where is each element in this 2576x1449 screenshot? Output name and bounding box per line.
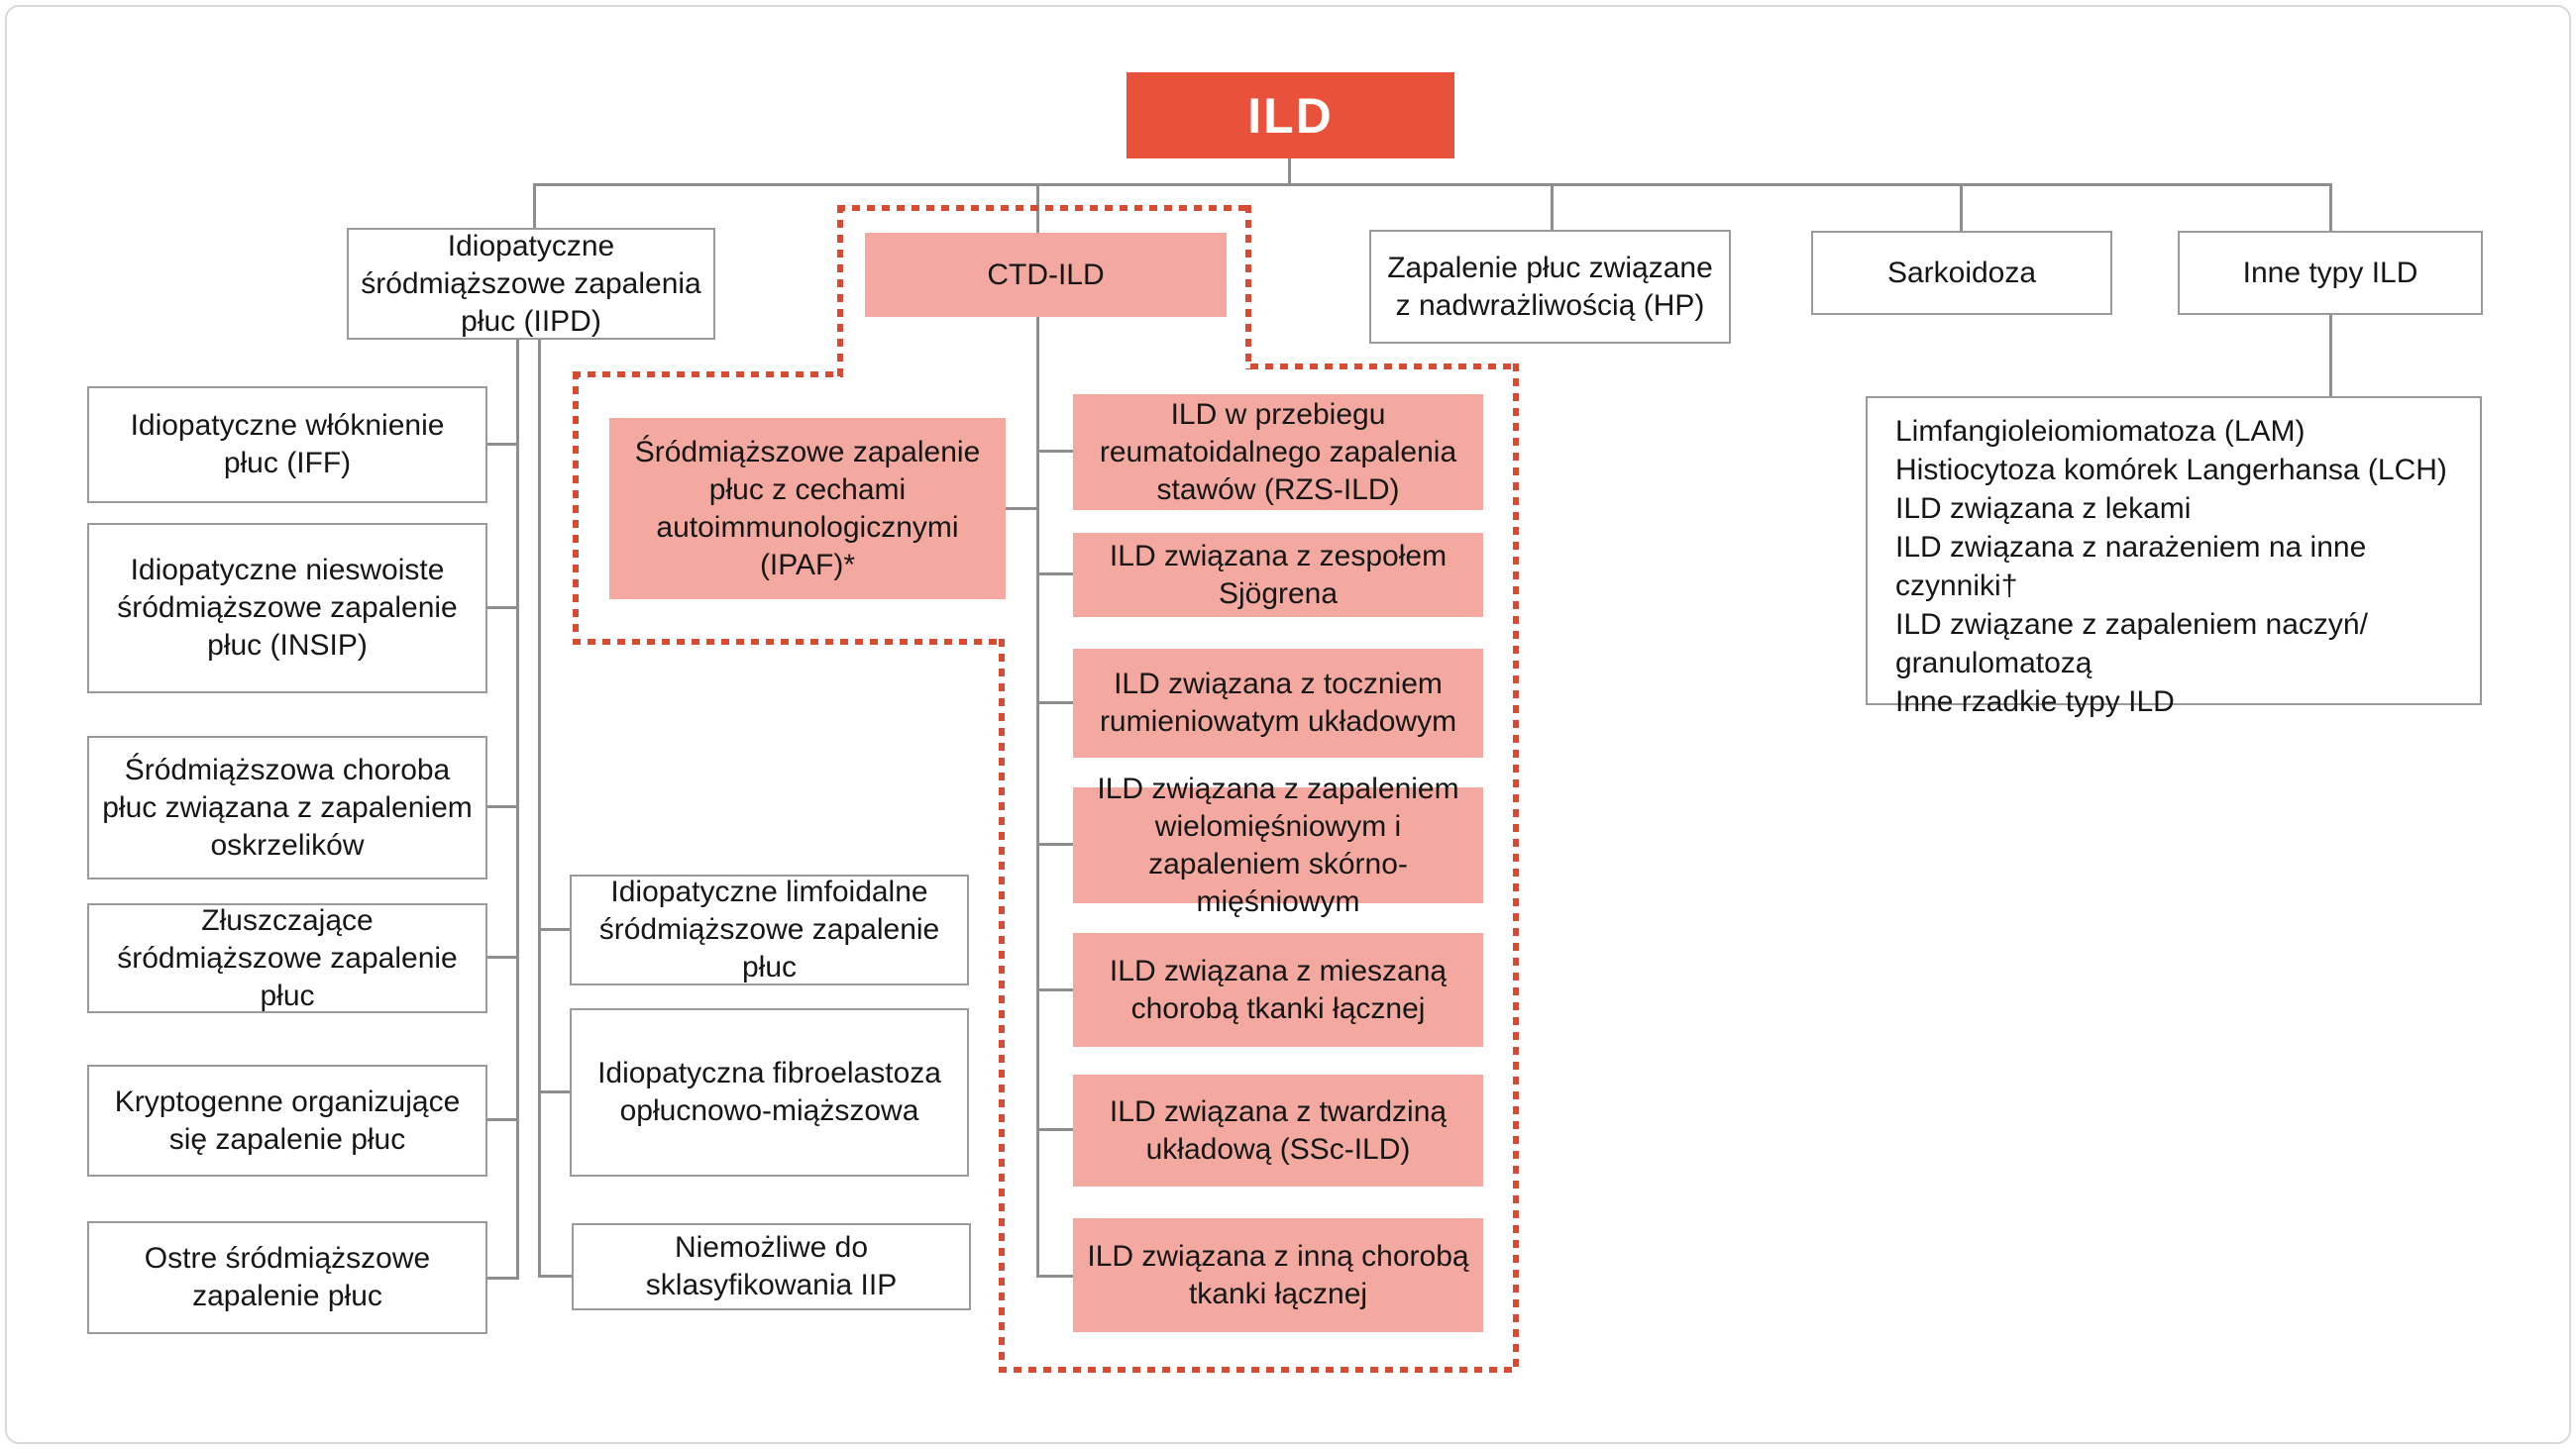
list-item-lch: Histiocytoza komórek Langerhansa (LCH) (1895, 454, 2447, 486)
box-zluszczajace: Złuszczające śródmiąższowe zapalenie płu… (87, 903, 487, 1013)
box-fibroelastoza: Idiopatyczna fibroelastoza opłucnowo-mią… (570, 1008, 969, 1177)
connector-drop-hp (1551, 183, 1554, 233)
dotted-border-bottom (999, 1367, 1519, 1373)
dotted-border-ipaf-bottom (573, 639, 1005, 645)
connector-drop-sarkoidoza (1960, 183, 1963, 233)
dotted-border-top (837, 205, 1253, 211)
connector-inne-typy-to-list (2329, 313, 2332, 398)
connector-stub-ipaf (1006, 507, 1039, 510)
box-kryptogenne: Kryptogenne organizujące się zapalenie p… (87, 1065, 487, 1177)
dotted-border-inner-left (999, 639, 1005, 1373)
connector-stub-toczen (1036, 701, 1075, 704)
connector-stub-twardzina (1036, 1128, 1075, 1131)
box-rzs-ild: ILD w przebiegu reumatoidalnego zapaleni… (1073, 394, 1483, 510)
connector-stub-niemozliwe (538, 1275, 574, 1278)
connector-stub-ostre (487, 1277, 518, 1280)
connector-stub-oskrzelikow (487, 805, 518, 808)
dotted-border-right (1513, 363, 1519, 1373)
connector-stub-wielomiesniowe (1036, 843, 1075, 846)
box-ostre: Ostre śródmiąższowe zapalenie płuc (87, 1221, 487, 1334)
connector-stub-insip (487, 606, 518, 609)
connector-left-trunk (516, 340, 519, 1280)
box-sjogren: ILD związana z zespołem Sjögrena (1073, 533, 1483, 617)
connector-drop-inne-typy (2329, 183, 2332, 233)
connector-stub-zluszczajace (487, 956, 518, 959)
connector-stub-rzs (1036, 450, 1075, 453)
connector-middle-trunk (538, 340, 541, 1278)
box-inne-typy: Inne typy ILD (2178, 231, 2483, 315)
box-inna-choroba: ILD związana z inną chorobą tkanki łączn… (1073, 1218, 1483, 1332)
connector-stub-inna-choroba (1036, 1275, 1075, 1278)
box-hp: Zapalenie płuc związane z nadwrażliwości… (1369, 230, 1731, 344)
connector-stub-fibroelastoza (538, 1090, 574, 1093)
dotted-border-ipaf-left (573, 371, 579, 645)
connector-ctd-trunk (1036, 315, 1039, 1278)
list-item-narazeniem: ILD związana z narażeniem na inne czynni… (1895, 531, 2367, 602)
dotted-border-ipaf-top (573, 371, 843, 377)
connector-stub-limfoidalne (538, 928, 574, 931)
box-ild-root: ILD (1127, 72, 1454, 158)
box-oskrzelikow: Śródmiąższowa choroba płuc związana z za… (87, 736, 487, 880)
connector-stub-iff (487, 443, 518, 446)
list-item-lam: Limfangioleiomiomatoza (LAM) (1895, 415, 2306, 448)
connector-stub-sjogren (1036, 572, 1075, 575)
list-item-rzadkie: Inne rzadkie typy ILD (1895, 685, 2175, 718)
dotted-border-ctd-right (1245, 205, 1251, 369)
box-ipaf: Śródmiąższowe zapalenie płuc z cechami a… (609, 418, 1006, 599)
list-item-naczyn: ILD związane z zapaleniem naczyń/ granul… (1895, 608, 2368, 679)
box-niemozliwe: Niemożliwe do sklasyfikowania IIP (572, 1223, 971, 1310)
box-iff: Idiopatyczne włóknienie płuc (IFF) (87, 386, 487, 503)
box-wielomiesniowe: ILD związana z zapaleniem wielomięśniowy… (1073, 773, 1483, 918)
connector-stub-mieszana (1036, 988, 1075, 991)
connector-stub-kryptogenne (487, 1118, 518, 1121)
dotted-border-step-right (1250, 363, 1519, 369)
box-iipd: Idiopatyczne śródmiąższowe zapalenia płu… (347, 228, 715, 340)
box-limfoidalne: Idiopatyczne limfoidalne śródmiąższowe z… (570, 875, 969, 985)
box-insip: Idiopatyczne nieswoiste śródmiąższowe za… (87, 523, 487, 693)
box-sarkoidoza: Sarkoidoza (1811, 231, 2112, 315)
list-item-lekami: ILD związana z lekami (1895, 492, 2192, 525)
box-ctd-ild: CTD-ILD (865, 233, 1227, 317)
box-mieszana: ILD związana z mieszaną chorobą tkanki ł… (1073, 933, 1483, 1047)
box-toczen: ILD związana z toczniem rumieniowatym uk… (1073, 649, 1483, 758)
dotted-border-ctd-left (837, 205, 843, 377)
box-inne-typy-list: Limfangioleiomiomatoza (LAM) Histiocytoz… (1866, 396, 2482, 718)
connector-drop-iipd (533, 183, 536, 231)
connector-root-drop (1288, 156, 1291, 186)
box-ssc-ild: ILD związana z twardziną układową (SSc-I… (1073, 1075, 1483, 1187)
connector-top-horizontal (533, 183, 2332, 186)
